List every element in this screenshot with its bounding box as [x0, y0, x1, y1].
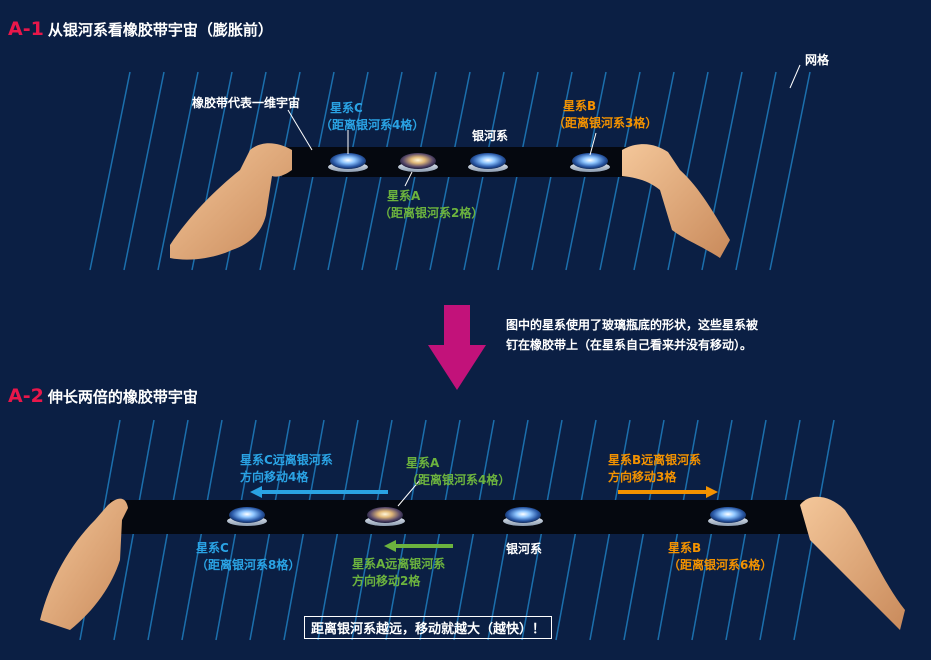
grid-line	[90, 72, 130, 270]
down-arrow	[428, 305, 486, 390]
grid-label: 网格	[805, 52, 829, 69]
galaxy-b-label-a1: 星系B （距离银河系3格）	[563, 98, 657, 132]
grid-line	[124, 72, 164, 270]
galaxy-c-name-a1: 星系C	[330, 100, 424, 117]
galaxy-b-distance-a1: （距离银河系3格）	[553, 115, 657, 132]
galaxy-c-label-a1: 星系C （距离银河系4格）	[330, 100, 424, 134]
galaxy-a-move-arrow	[384, 540, 453, 552]
galaxy-a-name-a1: 星系A	[387, 188, 483, 205]
left-hand-a2	[40, 499, 128, 630]
galaxy-c-label-a2: 星系C （距离银河系8格）	[196, 540, 300, 574]
galaxy-b-move-line1: 星系B远离银河系	[608, 452, 701, 469]
rubber-band-a2	[110, 500, 810, 534]
galaxy-a-move-line2: 方向移动2格	[352, 573, 445, 590]
galaxy-b-name-a1: 星系B	[563, 98, 657, 115]
transition-note: 图中的星系使用了玻璃瓶底的形状，这些星系被 钉在橡胶带上（在星系自己看来并没有移…	[506, 315, 758, 355]
galaxy-a-move-label: 星系A远离银河系 方向移动2格	[352, 556, 445, 590]
transition-note-line2: 钉在橡胶带上（在星系自己看来并没有移动）。	[506, 335, 758, 355]
galaxy-b-label-a2: 星系B （距离银河系6格）	[668, 540, 772, 574]
galaxy-a-label-a2: 星系A （距离银河系4格）	[406, 455, 510, 489]
galaxy-b-name-a2: 星系B	[668, 540, 772, 557]
galaxy-b-move-line2: 方向移动3格	[608, 469, 701, 486]
galaxy-c-distance-a1: （距离银河系4格）	[320, 117, 424, 134]
milky-way-label-a1: 银河系	[472, 128, 508, 145]
galaxy-a-move-line1: 星系A远离银河系	[352, 556, 445, 573]
right-hand-a2	[800, 497, 905, 630]
galaxy-c-move-label: 星系C远离银河系 方向移动4格	[240, 452, 333, 486]
grid-line	[770, 72, 810, 270]
milky-way-label-a2: 银河系	[506, 541, 542, 558]
galaxy-c-move-arrow	[250, 486, 388, 498]
galaxy-c-name-a2: 星系C	[196, 540, 300, 557]
galaxy-b-move-arrow	[618, 486, 718, 498]
section-a1-title-text: 从银河系看橡胶带宇宙（膨胀前）	[48, 21, 273, 39]
galaxy-c-move-line1: 星系C远离银河系	[240, 452, 333, 469]
conclusion-box: 距离银河系越远，移动就越大（越快）！	[304, 616, 552, 639]
galaxy-c-move-line2: 方向移动4格	[240, 469, 333, 486]
galaxy-a-distance-a1: （距离银河系2格）	[379, 205, 483, 222]
section-a2-tag: A-2	[8, 385, 44, 407]
section-a2-title-text: 伸长两倍的橡胶带宇宙	[48, 388, 198, 406]
galaxy-a-name-a2: 星系A	[406, 455, 510, 472]
galaxy-b-move-label: 星系B远离银河系 方向移动3格	[608, 452, 701, 486]
grid-line	[736, 72, 776, 270]
band-pointer	[288, 110, 312, 150]
band-label: 橡胶带代表一维宇宙	[192, 95, 300, 112]
galaxy-b-distance-a2: （距离银河系6格）	[668, 557, 772, 574]
right-hand-a1	[622, 144, 730, 258]
galaxy-a-label-a1: 星系A （距离银河系2格）	[387, 188, 483, 222]
section-a1-tag: A-1	[8, 18, 44, 40]
galaxy-c-distance-a2: （距离银河系8格）	[196, 557, 300, 574]
galaxy-a-distance-a2: （距离银河系4格）	[406, 472, 510, 489]
grid-pointer	[790, 65, 800, 88]
transition-note-line1: 图中的星系使用了玻璃瓶底的形状，这些星系被	[506, 315, 758, 335]
